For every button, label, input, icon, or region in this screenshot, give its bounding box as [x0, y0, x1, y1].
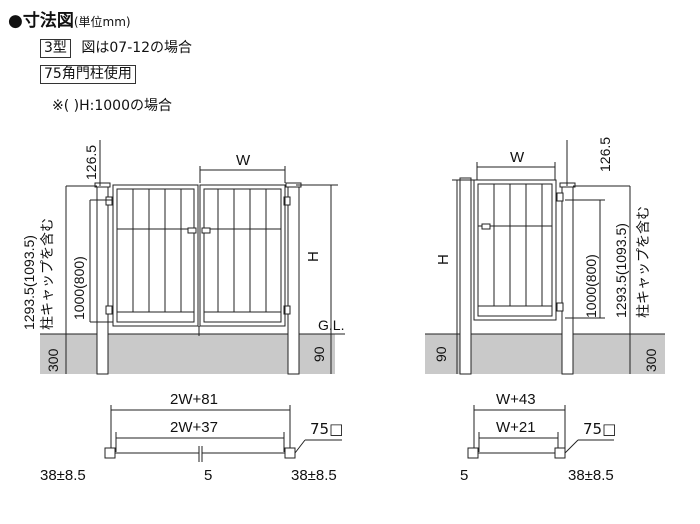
height-note: ※( )H:1000の場合: [52, 98, 172, 114]
sg-embed-label: 300: [643, 348, 659, 372]
sg-h-label: H: [435, 254, 452, 265]
dg-post-label: 75□: [310, 420, 343, 438]
sg-top-label: 126.5: [597, 137, 613, 172]
right-leaf-inner: [203, 188, 282, 323]
type-badge: 3型: [40, 39, 71, 58]
ground-band: [40, 334, 335, 374]
left-post-plan: [467, 447, 479, 459]
left-post: [459, 177, 472, 375]
left-post-cap: [94, 182, 111, 188]
page-title: ●寸法図(単位mm): [8, 6, 131, 31]
right-leaf: [199, 184, 286, 327]
dg-embed-label: 300: [45, 348, 61, 372]
sg-outer-label: W+43: [496, 391, 536, 408]
dg-overall-label: 1293.5(1093.5): [21, 235, 37, 330]
hinge-icon: [283, 196, 291, 206]
double-gate-elevation: [40, 140, 345, 375]
dg-gap-label: 5: [204, 467, 212, 484]
left-leaf: [112, 184, 199, 327]
bullet-icon: ●: [8, 11, 23, 31]
single-gate-plan: [467, 405, 614, 459]
right-post-plan: [284, 447, 296, 459]
dg-top-label: 126.5: [83, 145, 99, 180]
hinge-icon: [556, 302, 564, 312]
dg-w-label: W: [236, 152, 251, 169]
dg-offset-left: 38±8.5: [40, 467, 86, 484]
dg-ground-label: G.L.: [318, 317, 344, 333]
left-leaf-inner: [116, 188, 195, 323]
latch-icon: [481, 223, 491, 230]
hinge-icon: [105, 196, 113, 206]
left-post-plan: [104, 447, 116, 459]
unit-note: (単位mm): [73, 15, 131, 29]
sg-cap-note: 柱キャップを含む: [636, 206, 652, 318]
dg-cap-note: 柱キャップを含む: [40, 218, 56, 330]
dg-offset-right: 38±8.5: [291, 467, 337, 484]
double-gate-plan: [104, 405, 342, 462]
dg-h-label: H: [305, 251, 322, 262]
single-leaf-inner: [477, 183, 553, 317]
single-gate-elevation: [425, 140, 665, 375]
right-post-plan: [554, 447, 566, 459]
dg-panel-label: 1000(800): [71, 256, 87, 320]
sg-clearance-label: 90: [433, 346, 449, 362]
latch-icon: [187, 227, 197, 234]
post-line: 75角門柱使用: [40, 65, 136, 84]
sg-w-label: W: [510, 149, 525, 166]
right-post: [287, 185, 300, 375]
hinge-icon: [105, 305, 113, 315]
dg-clearance-label: 90: [311, 346, 327, 362]
latch-icon: [201, 227, 211, 234]
sg-offset-label: 38±8.5: [568, 467, 614, 484]
sg-gap-label: 5: [460, 467, 468, 484]
post-badge: 75角門柱使用: [40, 65, 136, 84]
sg-post-label: 75□: [583, 420, 616, 438]
sg-overall-label: 1293.5(1093.5): [613, 223, 629, 318]
right-post: [561, 185, 574, 375]
dg-inner-label: 2W+37: [170, 419, 218, 436]
single-leaf: [473, 179, 557, 321]
sg-inner-label: W+21: [496, 419, 536, 436]
left-post: [96, 185, 109, 375]
type-note: 図は07-12の場合: [81, 40, 193, 56]
sg-panel-label: 1000(800): [583, 254, 599, 318]
hinge-icon: [283, 305, 291, 315]
hinge-icon: [556, 192, 564, 202]
title-text: 寸法図: [22, 11, 74, 31]
dg-outer-label: 2W+81: [170, 391, 218, 408]
type-line: 3型 図は07-12の場合: [40, 37, 192, 58]
